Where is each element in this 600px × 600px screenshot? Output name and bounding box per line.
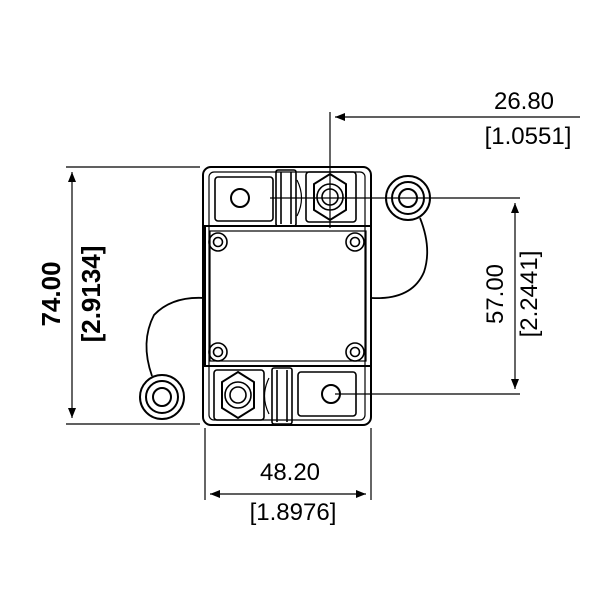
external-terminals [139, 175, 431, 420]
dim-height-mm: 74.00 [36, 261, 66, 326]
dim-height: 74.00 [2.9134] [36, 246, 106, 343]
dim-width-mm: 48.20 [260, 459, 320, 486]
dim-top-offset-mm: 26.80 [494, 88, 554, 115]
top-left-mounting-hole [230, 188, 250, 208]
dim-width: 48.20 [1.8976] [250, 459, 337, 526]
dim-stud-spacing-mm: 57.00 [482, 264, 509, 324]
left-ring-terminal [139, 374, 185, 420]
dim-width-inch: [1.8976] [250, 499, 337, 526]
dim-height-inch: [2.9134] [76, 246, 106, 343]
bottom-stud-nut [221, 370, 255, 420]
screw-bottom-left [208, 342, 228, 362]
left-lead-wire [145, 296, 206, 377]
dim-top-offset: 26.80 [1.0551] [485, 88, 572, 150]
screw-bottom-right [345, 342, 365, 362]
dim-stud-spacing-inch: [2.2441] [516, 251, 543, 338]
top-terminal [214, 169, 357, 227]
dimension-lines [66, 112, 580, 500]
bottom-terminal [213, 367, 357, 425]
right-lead-wire [371, 217, 429, 299]
dim-stud-spacing: 57.00 [2.2441] [482, 251, 543, 338]
dim-top-offset-inch: [1.0551] [485, 123, 572, 150]
screw-top-right [345, 232, 365, 252]
cover-screws [208, 232, 365, 362]
screw-top-left [208, 232, 228, 252]
